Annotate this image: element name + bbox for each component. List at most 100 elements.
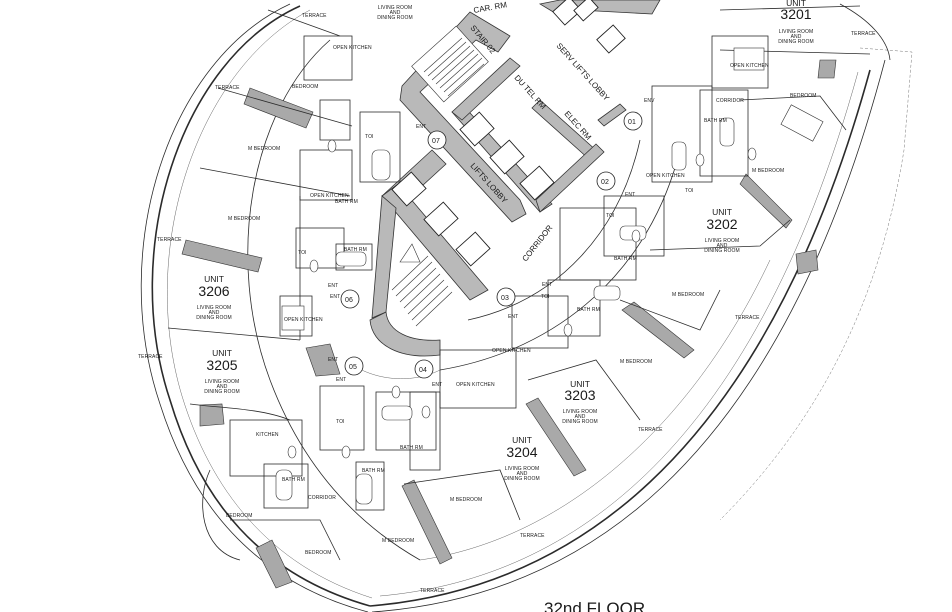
toi-label-3: TOI [606, 213, 615, 219]
unit-ent-label-1: ENT [328, 283, 338, 289]
unit-3201-living: LIVING ROOM [779, 29, 813, 35]
unit-3201-label: UNIT [786, 0, 806, 8]
unit-3206-label: UNIT [204, 274, 224, 284]
bath-rm-label-1: BATH RM [335, 199, 358, 205]
unit-3206-dining: DINING ROOM [196, 315, 232, 321]
m-bedroom-label-6: M BEDROOM [450, 497, 482, 503]
toi-label-5: TOI [336, 419, 345, 425]
unit-3205: UNIT 3205 LIVING ROOM AND DINING ROOM [204, 348, 240, 395]
core-ent-label-01: ENT [625, 192, 635, 198]
entrance-marker-02: 02 [601, 179, 609, 186]
bath-rm-label-7: BATH RM [282, 477, 305, 483]
unit-3206-living: LIVING ROOM [197, 305, 231, 311]
unit-3204-and: AND [517, 471, 528, 477]
unit-3202: UNIT 3202 LIVING ROOM AND DINING ROOM [704, 207, 740, 254]
unit-3205-number: 3205 [206, 357, 237, 373]
unit-3205-label: UNIT [212, 348, 232, 358]
core-ent-label-07: ENT [508, 314, 518, 320]
unit-3203-number: 3203 [564, 387, 595, 403]
unit-3206: UNIT 3206 LIVING ROOM AND DINING ROOM [196, 274, 232, 321]
entrance-marker-06: 06 [345, 297, 353, 304]
top-unit-living: LIVING ROOM [378, 5, 412, 11]
unit-3201: UNIT 3201 LIVING ROOM AND DINING ROOM [778, 0, 813, 45]
entrance-markers: 01 02 03 04 05 06 07 [340, 111, 643, 379]
unit-3202-living: LIVING ROOM [705, 238, 739, 244]
unit-3203-dining: DINING ROOM [562, 419, 598, 425]
m-bedroom-label-7: M BEDROOM [382, 538, 414, 544]
bedroom-label-4: BEDROOM [305, 550, 332, 556]
open-kitchen-label-6: OPEN KITCHEN [646, 173, 685, 179]
bath-rm-label-5: BATH RM [577, 307, 600, 313]
entrance-marker-05: 05 [349, 364, 357, 371]
entrance-marker-07: 07 [432, 138, 440, 145]
serv-lifts-lobby-label: SERV LIFTS LOBBY [555, 41, 612, 103]
unit-corridor-label-1: CORRIDOR [716, 98, 744, 104]
m-bedroom-label-4: M BEDROOM [672, 292, 704, 298]
open-kitchen-label-7: OPEN KITCHEN [730, 63, 769, 69]
open-kitchen-label-3: OPEN KITCHEN [284, 317, 323, 323]
car-room-label: CAR. RM [473, 0, 508, 15]
unit-3202-number: 3202 [706, 216, 737, 232]
stair-02 [411, 25, 489, 103]
open-kitchen-label-2: OPEN KITCHEN [310, 193, 349, 199]
m-bedroom-label-3: M BEDROOM [752, 168, 784, 174]
room-labels: TERRACE TERRACE TERRACE TERRACE TERRACE … [138, 13, 876, 594]
bedroom-label-2: BEDROOM [790, 93, 817, 99]
unit-3206-and: AND [209, 310, 220, 316]
service-lifts [552, 0, 626, 54]
core-ent-label-05: ENT [336, 377, 346, 383]
core-ent-label-06: ENT [432, 382, 442, 388]
terrace-label-4: TERRACE [138, 354, 163, 360]
unit-3202-and: AND [717, 243, 728, 249]
env-label: ENV [644, 98, 655, 104]
terrace-label-6: TERRACE [735, 315, 760, 321]
terrace-label-2: TERRACE [215, 85, 240, 91]
corridor-label: CORRIDOR [520, 223, 554, 263]
unit-3205-dining: DINING ROOM [204, 389, 240, 395]
toi-label-2: TOI [365, 134, 374, 140]
unit-3204: UNIT 3204 LIVING ROOM AND DINING ROOM [504, 435, 540, 482]
toi-label-4: TOI [541, 294, 550, 300]
top-unit-dining: DINING ROOM [377, 15, 413, 21]
terrace-label-8: TERRACE [520, 533, 545, 539]
bath-rm-label-2: BATH RM [344, 247, 367, 253]
unit-3205-and: AND [217, 384, 228, 390]
central-core [345, 0, 681, 379]
sanitary-fixtures [275, 47, 824, 505]
toi-label-6: TOI [685, 188, 694, 194]
unit-3202-label: UNIT [712, 207, 732, 217]
open-kitchen-label-5: OPEN KITCHEN [492, 348, 531, 354]
unit-3204-label: UNIT [512, 435, 532, 445]
top-unit-and: AND [390, 10, 401, 16]
top-unit: LIVING ROOM AND DINING ROOM [377, 5, 413, 21]
entrance-marker-01: 01 [628, 119, 636, 126]
passenger-lifts [391, 111, 555, 267]
unit-partitions [167, 5, 871, 561]
unit-3203-label: UNIT [570, 379, 590, 389]
open-kitchen-label-1: OPEN KITCHEN [333, 45, 372, 51]
unit-3206-number: 3206 [198, 283, 229, 299]
core-ent-label-02: ENT [542, 282, 552, 288]
bath-rm-label-6: BATH RM [400, 445, 423, 451]
unit-corridor-label-2: CORRIDOR [308, 495, 336, 501]
terrace-label-1: TERRACE [302, 13, 327, 19]
toi-label-1: TOI [298, 250, 307, 256]
m-bedroom-label-1: M BEDROOM [248, 146, 280, 152]
m-bedroom-label-5: M BEDROOM [620, 359, 652, 365]
unit-3202-dining: DINING ROOM [704, 248, 740, 254]
unit-3203: UNIT 3203 LIVING ROOM AND DINING ROOM [562, 379, 598, 425]
bedroom-label-1: BEDROOM [292, 84, 319, 90]
unit-3201-and: AND [791, 34, 802, 40]
terrace-label-7: TERRACE [638, 427, 663, 433]
bedroom-label-3: BEDROOM [226, 513, 253, 519]
unit-ent-label-2: ENT [328, 357, 338, 363]
balcony-walls [181, 59, 837, 589]
entrance-marker-04: 04 [419, 367, 427, 374]
core-ent-label-03: ENT [330, 294, 340, 300]
floor-title: 32nd FLOOR [544, 599, 645, 612]
unit-3203-living: LIVING ROOM [563, 409, 597, 415]
terrace-label-9: TERRACE [420, 588, 445, 594]
unit-3201-number: 3201 [780, 6, 811, 22]
unit-3204-dining: DINING ROOM [504, 476, 540, 482]
